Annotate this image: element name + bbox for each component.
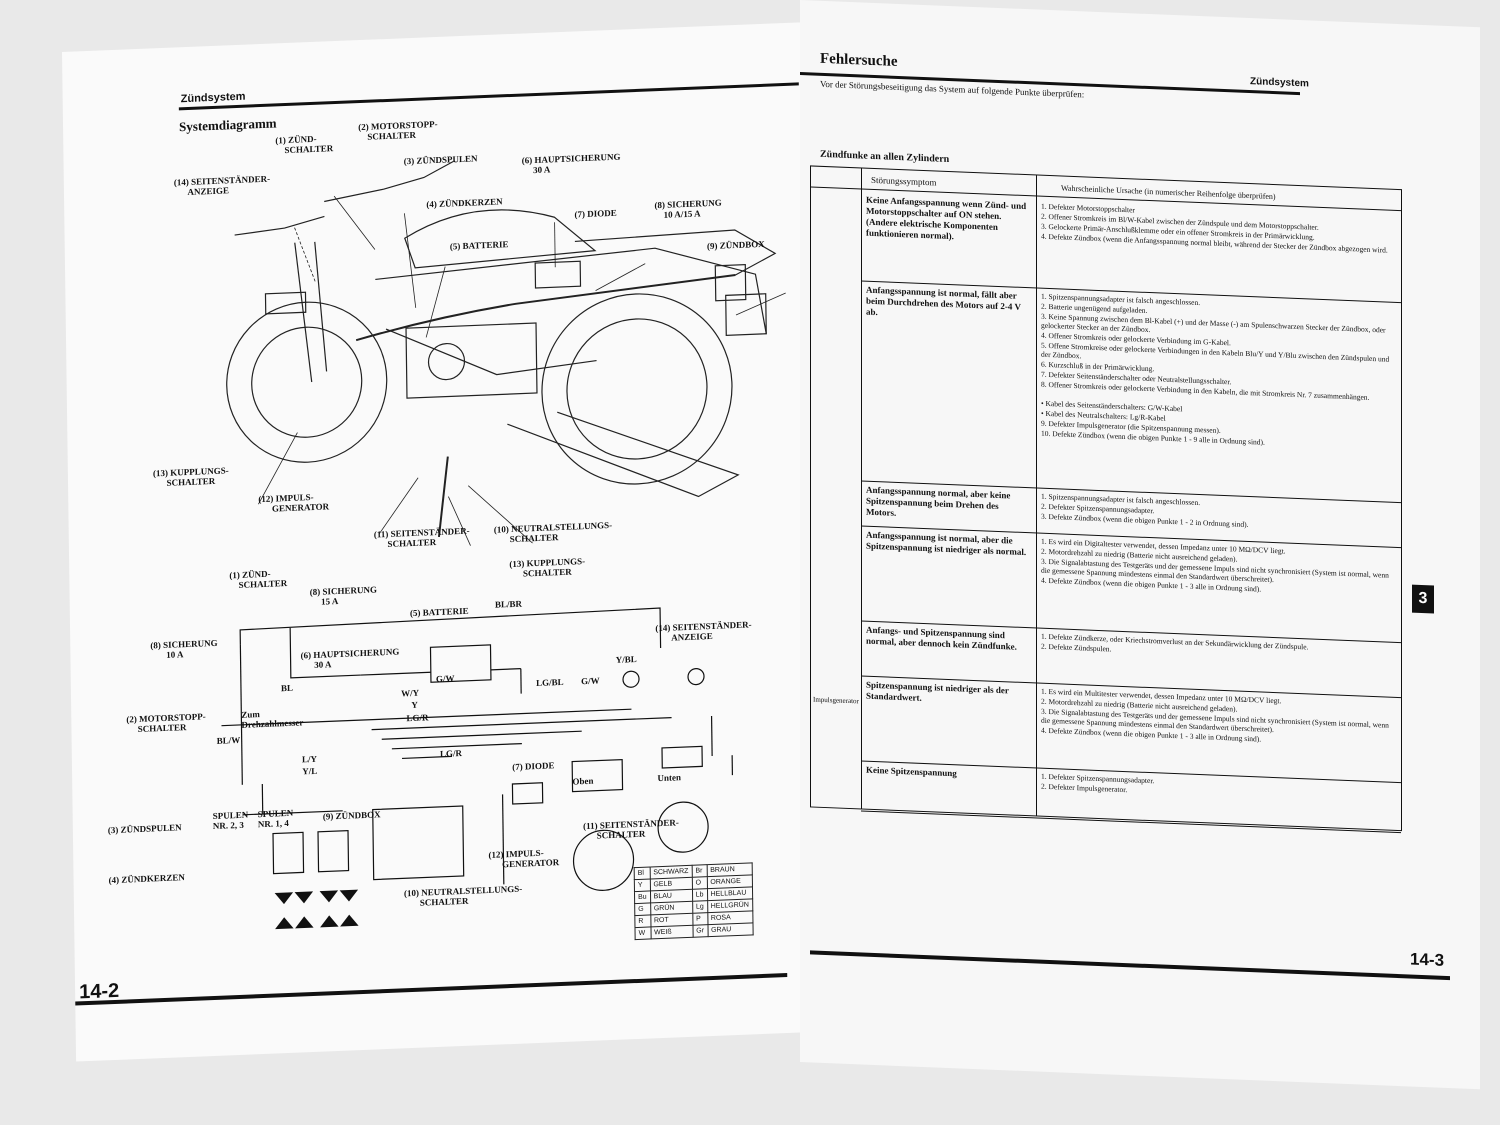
legend-cell: Br	[691, 864, 707, 878]
legend-cell: Lg	[692, 900, 708, 914]
wire-diode: (7) DIODE	[512, 760, 555, 772]
legend-cell: Bl	[634, 866, 650, 880]
symptom-cell: Keine Anfangsspannung wenn Zünd- und Mot…	[866, 194, 1027, 242]
wire-code: G/W	[435, 673, 455, 685]
callout-kupplung: (13) KUPPLUNGS- SCHALTER	[152, 465, 229, 489]
callout-zuendschalter: (1) ZÜND- SCHALTER	[275, 133, 334, 156]
table-col-divider-b	[1036, 175, 1037, 816]
right-title: Fehlersuche	[820, 50, 898, 70]
right-header: Zündsystem	[1250, 76, 1309, 90]
wire-sicherung10: (8) SICHERUNG 10 A	[150, 637, 218, 661]
wire-code: W/Y	[401, 687, 420, 699]
wire-code: LG/R	[439, 748, 463, 759]
callout-impuls: (12) IMPULS- GENERATOR	[258, 491, 330, 515]
wire-code: LG/R	[406, 712, 429, 724]
symptom-cell: Anfangsspannung normal, aber keine Spitz…	[866, 484, 1011, 518]
legend-cell: Lb	[692, 888, 708, 902]
col-symptom-header: Störungssymptom	[871, 174, 937, 188]
side-label-impuls: Impulsgenerator	[813, 695, 859, 706]
symptom-cell: Anfangs- und Spitzenspannung sind normal…	[866, 624, 1017, 652]
left-page: Zündsystem Systemdiagramm	[62, 21, 832, 1062]
table-col-divider-a	[861, 168, 862, 809]
callout-diode: (7) DIODE	[574, 207, 617, 220]
wire-kupplung: (13) KUPPLUNGS- SCHALTER	[509, 556, 586, 580]
wire-code: Y/L	[302, 765, 318, 777]
wire-code: Bl/Br	[494, 598, 522, 610]
tab-marker: 3	[1412, 584, 1434, 614]
tab-marker-number: 3	[1418, 589, 1428, 608]
wire-spulen2: SPULENNr. 1, 4	[257, 807, 294, 830]
legend-cell: Bu	[634, 890, 651, 904]
wire-impuls: (12) IMPULS- GENERATOR	[488, 847, 560, 870]
legend-cell: Y	[634, 878, 651, 892]
symptom-cell: Anfangsspannung ist normal, aber die Spi…	[866, 529, 1027, 558]
legend-cell: G	[634, 902, 651, 916]
wire-sicherung15: (8) SICHERUNG 15 A	[309, 584, 377, 608]
wire-motorstopp: (2) MOTORSTOPP- SCHALTER	[126, 711, 206, 735]
wire-zuendschalter: (1) ZÜND- SCHALTER	[229, 568, 288, 591]
wire-code: G/W	[580, 675, 600, 687]
wire-zuendkerzen: (4) ZÜNDKERZEN	[108, 872, 185, 886]
table-row-divider	[861, 810, 1401, 834]
diagram-title: Systemdiagramm	[178, 115, 277, 135]
wire-code: L/Y	[301, 753, 318, 765]
wire-code: Bl/W	[216, 734, 241, 746]
col-cause-header: Wahrscheinliche Ursache (in numerischer …	[1061, 183, 1276, 202]
wire-code: Bl	[280, 682, 294, 694]
troubleshooting-table: Störungssymptom Wahrscheinliche Ursache …	[810, 165, 1402, 834]
wire-code: Y	[411, 699, 418, 711]
left-header: Zündsystem	[180, 90, 246, 106]
symptom-cell: Spitzenspannung ist niedriger als der St…	[866, 679, 1009, 703]
callout-motorstopp: (2) MOTORSTOPP- SCHALTER	[358, 118, 438, 143]
right-footer-rule	[810, 950, 1450, 981]
callout-sicherung: (8) SICHERUNG 10 A/15 A	[654, 197, 722, 221]
wire-code: Y/Bl	[615, 653, 637, 665]
wire-zuendspulen: (3) ZÜNDSPULEN	[107, 822, 182, 836]
left-page-number: 14-2	[78, 979, 120, 1004]
symptom-cell: Anfangsspannung ist normal, fällt aber b…	[866, 284, 1021, 318]
wire-unten: Unten	[657, 772, 681, 784]
right-page-number: 14-3	[1410, 949, 1445, 970]
left-header-rule	[178, 82, 799, 111]
callout-neutral: (10) NEUTRALSTELLUNGS- SCHALTER	[493, 519, 613, 545]
motorcycle-illustration	[226, 160, 786, 558]
wire-spulen1: SPULENNr. 2, 3	[212, 809, 249, 832]
wire-anzeige: (14) SEITENSTÄNDER- ANZEIGE	[655, 619, 752, 644]
legend-cell: WEIß	[650, 925, 693, 939]
callout-hauptsicherung: (6) HAUPTSICHERUNG 30 A	[521, 151, 621, 176]
legend-cell: P	[692, 912, 708, 926]
legend-cell: R	[634, 914, 651, 928]
wire-oben: Oben	[572, 775, 594, 787]
legend-cell: Gr	[692, 924, 708, 938]
wire-hauptsicherung: (6) HAUPTSICHERUNG 30 A	[300, 646, 400, 671]
callout-seitenanzeige: (14) SEITENSTÄNDER- ANZEIGE	[173, 173, 271, 198]
section-title: Zündfunke an allen Zylindern	[820, 148, 950, 165]
legend-cell: W	[634, 926, 651, 940]
right-page: Fehlersuche Zündsystem Vor der Störungsb…	[800, 0, 1480, 1090]
callout-seitenstaender: (11) SEITENSTÄNDER- SCHALTER	[373, 525, 470, 550]
wire-seitenstaender: (11) SEITENSTÄNDER- SCHALTER	[582, 817, 679, 842]
wiring-diagram	[221, 607, 734, 930]
legend-cell: GRAU	[707, 922, 753, 937]
wire-code: LG/Bl	[535, 676, 564, 689]
legend-cell: O	[692, 876, 707, 890]
left-footer-rule	[75, 972, 788, 1006]
